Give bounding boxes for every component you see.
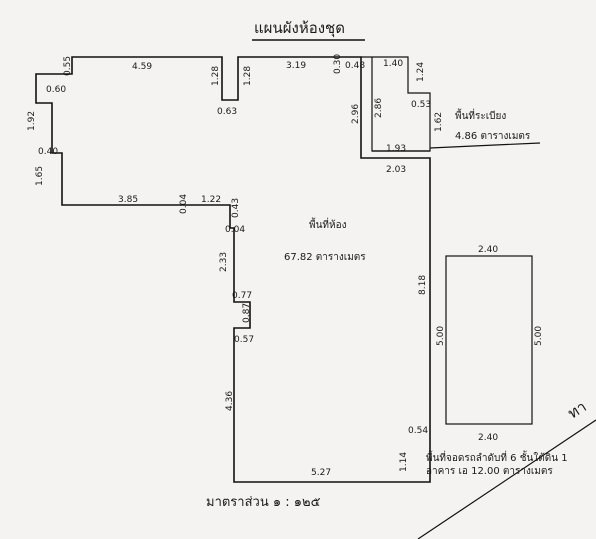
room-label: พื้นที่ห้อง [309,217,347,231]
dim-notch-b: 1.28 [243,66,253,86]
dim-left-c2: 1.22 [201,195,221,205]
dim-bal-step: 0.53 [411,100,431,110]
dim-left-c3: 0.43 [231,198,241,218]
dim-notch-bottom: 0.63 [217,107,237,117]
plan-title: แผนผังห้องชุด [254,19,345,38]
dim-top-small-b: 0.48 [345,61,365,71]
dim-left-c1: 0.04 [179,194,189,214]
dim-park-right: 5.00 [534,326,544,346]
dim-right-bottom: 1.14 [399,452,409,472]
dim-bal-bottom: 1.93 [386,144,406,154]
dim-park-bottom: 2.40 [478,433,498,443]
balcony-label: พื้นที่ระเบียง [455,108,506,122]
dim-left-c8: 0.57 [234,335,254,345]
parking-line-2: อาคาร เอ 12.00 ตารางเมตร [426,466,553,477]
dim-top-left: 4.59 [132,62,152,72]
dim-left-c7: 0.87 [242,303,252,323]
parking-line-1: พื้นที่จอดรถลำดับที่ 6 ชั้นใต้ดิน 1 [426,450,568,464]
dim-left-small: 0.40 [38,147,58,157]
dim-left-upper: 1.92 [27,111,37,131]
dim-bal-side: 1.24 [416,62,426,82]
dim-notch-a: 1.28 [211,66,221,86]
dim-right-long: 8.18 [418,275,428,295]
dim-left-notch: 0.60 [46,85,66,95]
dim-right-top: 2.03 [386,165,406,175]
dim-top-left-end: 0.55 [63,56,73,76]
dim-left-lower-long: 4.36 [225,391,235,411]
scale-note: มาตราส่วน ๑ : ๑๒๕ [206,495,321,510]
parking-stall [445,255,533,425]
dim-top-mid: 3.19 [286,61,306,71]
dim-left-c4: 0.04 [225,225,245,235]
dim-right-small: 0.54 [408,426,428,436]
dim-bottom-left: 3.85 [118,195,138,205]
dim-vert-b: 2.86 [374,98,384,118]
dim-bottom: 5.27 [311,468,331,478]
dim-park-left: 5.00 [436,326,446,346]
dim-park-top: 2.40 [478,245,498,255]
dim-left-lower: 1.65 [35,166,45,186]
balcony-outline [361,56,431,152]
dim-bal-top: 1.40 [383,59,403,69]
dim-left-c6: 0.77 [232,291,252,301]
corner-text: ทา [565,397,590,422]
dim-top-small-a: 0.30 [333,54,343,74]
room-outline [35,56,431,483]
dim-vert-a: 2.96 [351,104,361,124]
balcony-area: 4.86 ตารางเมตร [455,131,531,142]
dim-bal-right: 1.62 [434,112,444,132]
room-area: 67.82 ตารางเมตร [284,252,366,263]
dim-left-c5: 2.33 [219,252,229,272]
